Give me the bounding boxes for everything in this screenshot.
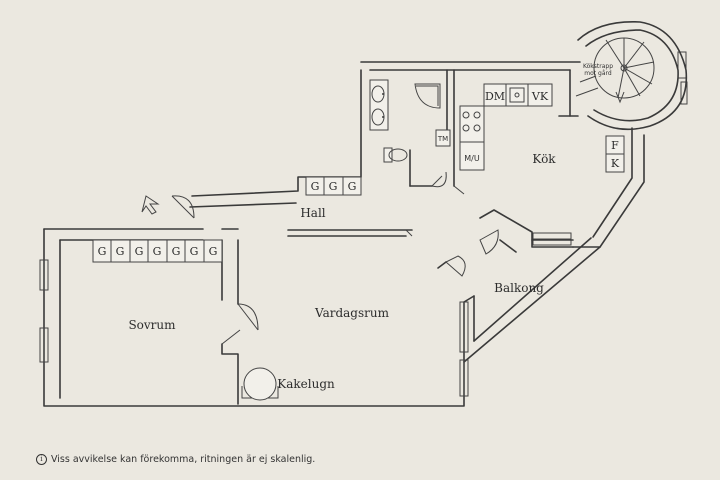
room-label-balkong: Balkong [494, 281, 544, 295]
label-kakelugn: Kakelugn [277, 377, 335, 391]
freezer-label: F [611, 139, 619, 152]
room-label-hall: Hall [300, 206, 325, 220]
wardrobe-label: G [209, 245, 218, 258]
oven-microwave-label: M/U [464, 154, 480, 163]
bedroom-wardrobes: G G G G G G G [92, 239, 223, 263]
interior-walls [221, 69, 579, 405]
wardrobe-label: G [311, 180, 320, 193]
disclaimer-text: Viss avvikelse kan förekomma, ritningen … [51, 454, 316, 465]
staircase-label-line1: Kökstrapp [583, 63, 613, 70]
fridge-label: K [611, 157, 620, 170]
wardrobe-label: G [153, 245, 162, 258]
room-label-sovrum: Sovrum [128, 318, 176, 332]
info-icon: i [36, 454, 47, 465]
room-label-kok: Kök [532, 152, 556, 166]
tm-label: TM [437, 135, 448, 143]
wardrobe-label: G [172, 245, 181, 258]
dishwasher-label: DM [485, 90, 505, 103]
bathroom-fixtures: TM [369, 79, 451, 163]
entrance-arrow-icon [141, 195, 160, 215]
spiral-staircase: Kökstrapp mot gård [575, 21, 688, 131]
disclaimer: i Viss avvikelse kan förekomma, ritninge… [36, 454, 315, 465]
tiled-stove [241, 367, 279, 401]
doors [171, 171, 499, 345]
wardrobe-label: G [348, 180, 357, 193]
wardrobe-label: G [190, 245, 199, 258]
wash-unit-label: VK [531, 90, 549, 103]
staircase-label-line2: mot gård [584, 70, 612, 77]
wardrobe-label: G [98, 245, 107, 258]
kitchen-fixtures: DM VK M/U F K [459, 83, 625, 173]
outer-walls [43, 61, 645, 407]
wardrobe-label: G [135, 245, 144, 258]
windows [39, 51, 688, 397]
hall-wardrobes: G G G [305, 176, 362, 196]
wardrobe-label: G [329, 180, 338, 193]
room-label-vardagsrum: Vardagsrum [314, 306, 390, 320]
wardrobe-label: G [116, 245, 125, 258]
